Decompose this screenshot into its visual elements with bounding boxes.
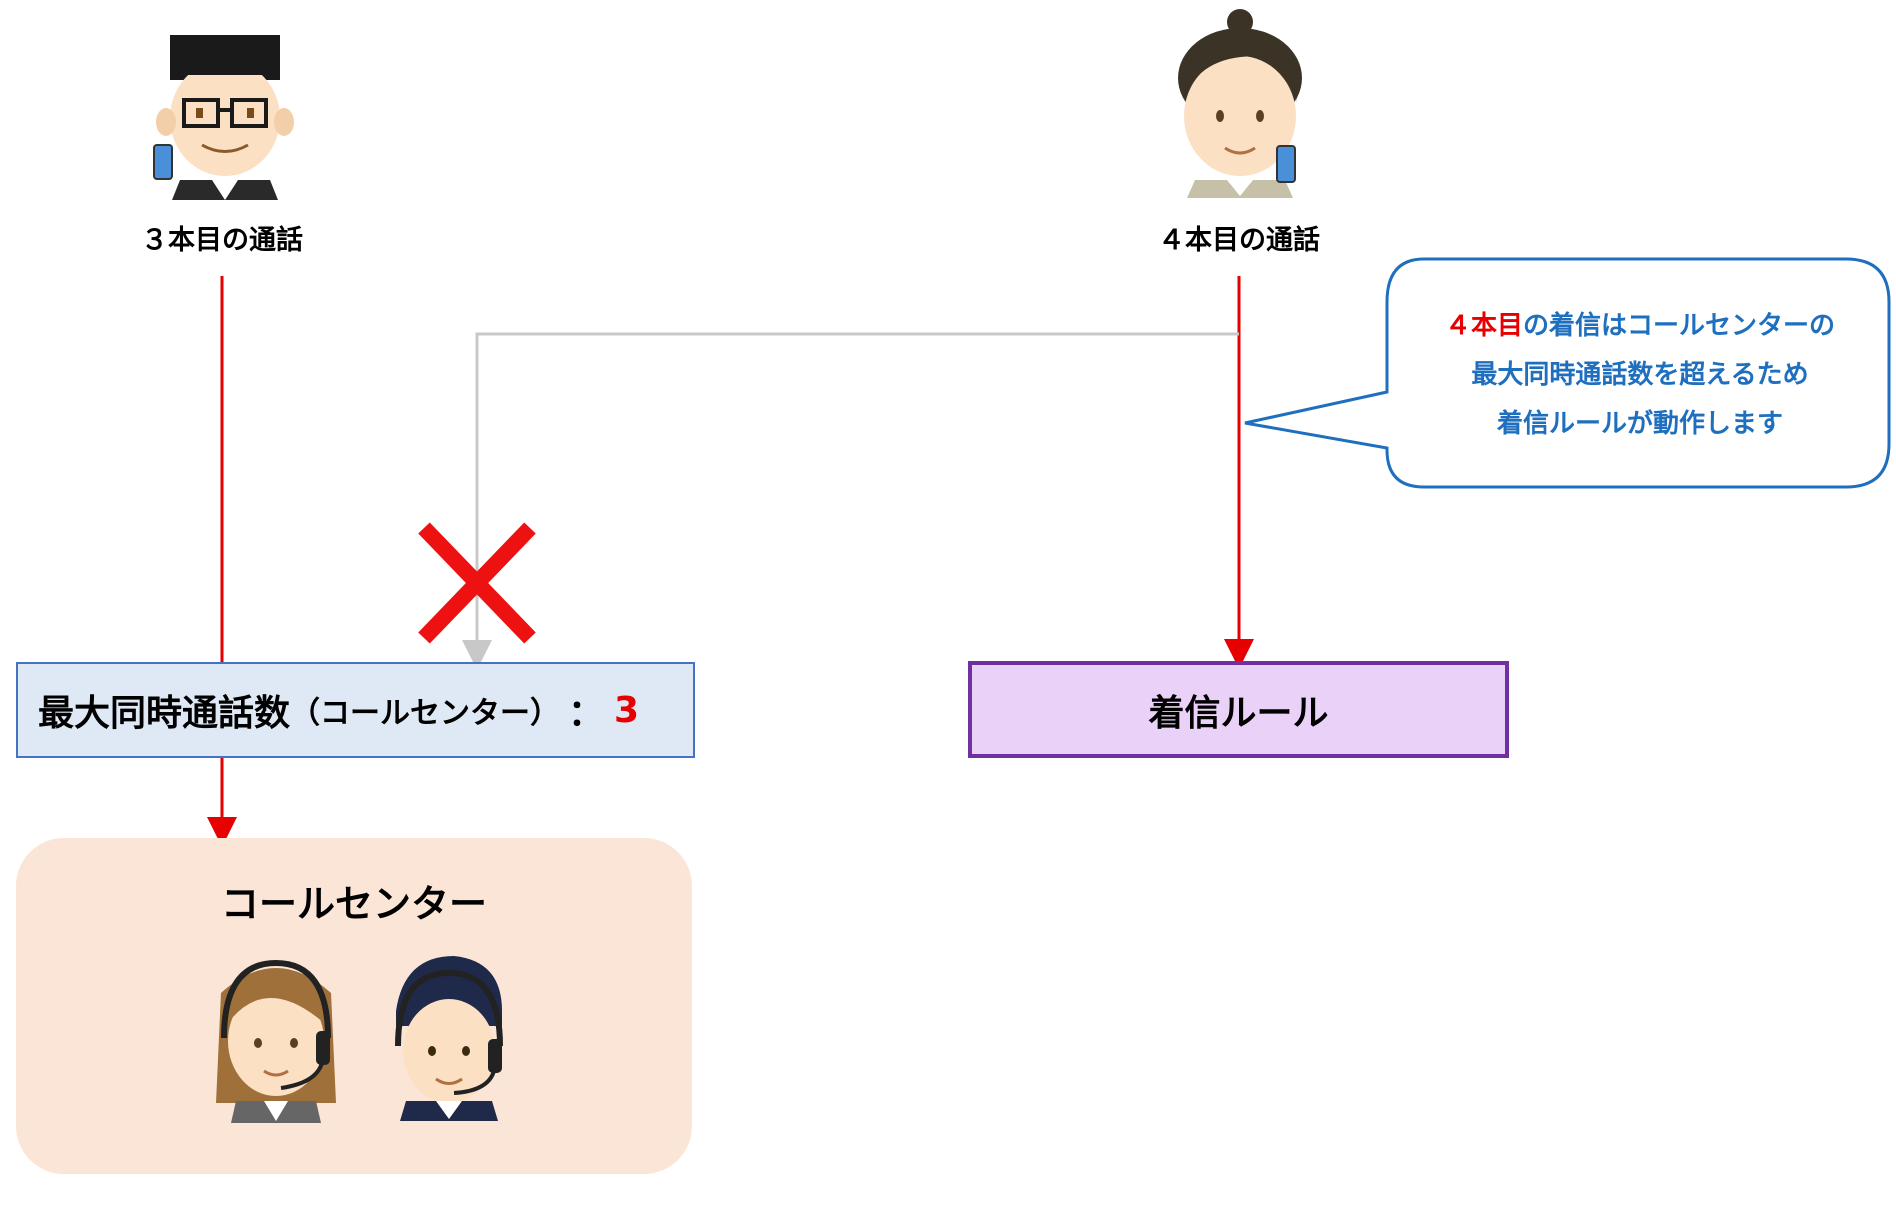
- limit-separator: ：: [568, 693, 605, 734]
- callout-line1: ４本目の着信はコールセンターの: [1390, 302, 1890, 351]
- limit-main-label: 最大同時通話数: [38, 693, 291, 734]
- caller3-man-avatar-icon: [153, 35, 294, 200]
- arrow-blocked-to-limit: [462, 332, 1239, 670]
- callout-line3: 着信ルールが動作します: [1496, 409, 1783, 439]
- callout-line1-rest: の着信はコールセンターの: [1523, 311, 1836, 341]
- limit-sub-label: （コールセンター）: [290, 696, 561, 731]
- caller4-woman-avatar-icon: [1178, 9, 1302, 198]
- operator-woman-icon: [216, 959, 336, 1123]
- callout-highlight: ４本目: [1444, 311, 1523, 341]
- incoming-rule-box: 着信ルール: [968, 661, 1509, 758]
- blocked-x-icon: [418, 522, 536, 644]
- limit-value: 3: [614, 689, 640, 731]
- caller3-label: ３本目の通話: [141, 225, 303, 256]
- callout-bubble: [1244, 257, 1891, 489]
- callout-text: ４本目の着信はコールセンターの 最大同時通話数を超えるため 着信ルールが動作しま…: [1390, 302, 1890, 449]
- call-center-box: コールセンター: [16, 838, 692, 1174]
- max-concurrent-calls-box: 最大同時通話数 （コールセンター） ： 3: [16, 662, 695, 758]
- callout-line2: 最大同時通話数を超えるため: [1471, 360, 1809, 390]
- rule-label: 着信ルール: [1148, 692, 1329, 734]
- caller4-label: ４本目の通話: [1158, 225, 1320, 256]
- call-center-title: コールセンター: [220, 882, 487, 926]
- operator-man-icon: [395, 956, 503, 1121]
